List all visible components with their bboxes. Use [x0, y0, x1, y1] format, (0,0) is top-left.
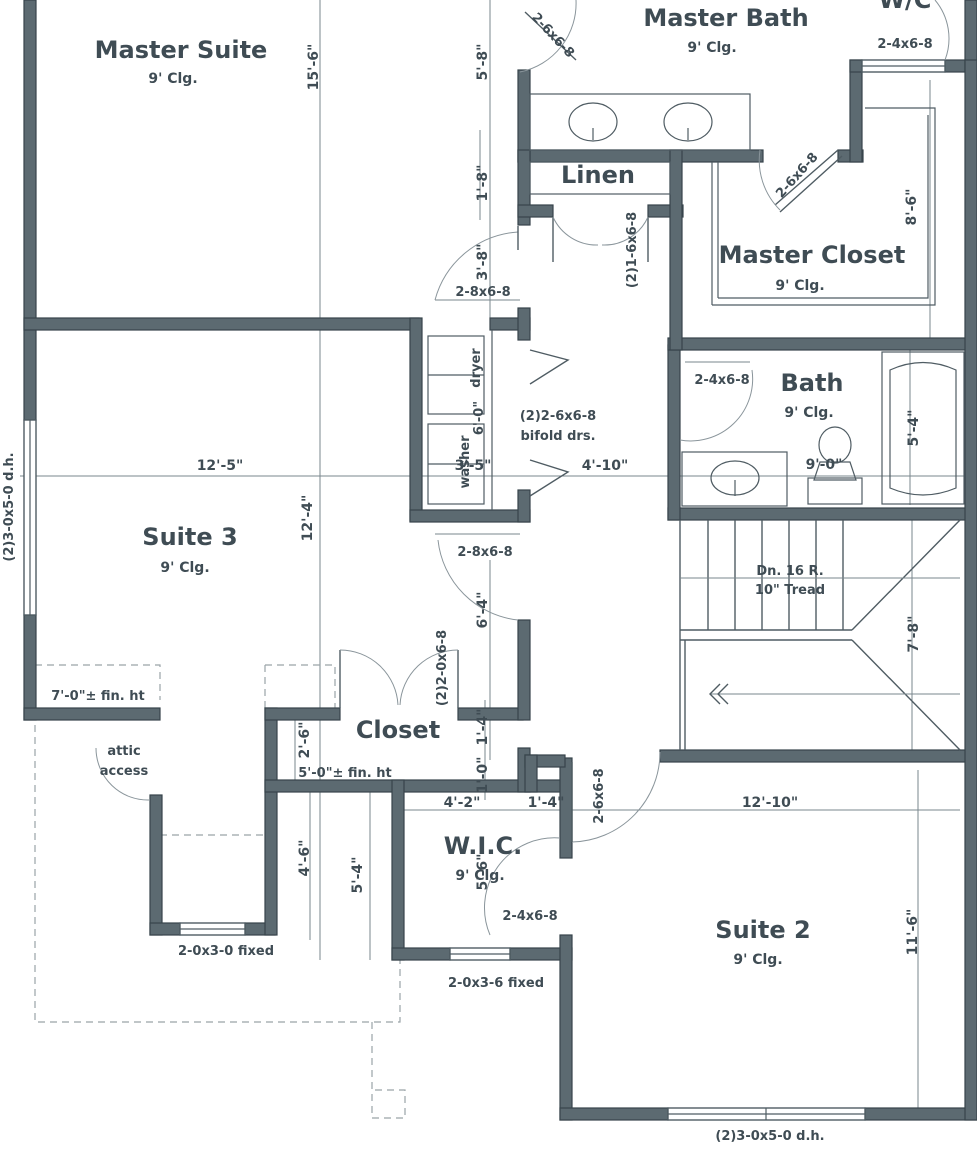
- label-fin-ht-2: 5'-0"± fin. ht: [298, 766, 391, 781]
- dim-wic-offset: 1'-4": [528, 795, 565, 811]
- room-name-linen: Linen: [561, 161, 635, 189]
- dim-closet-v3: 1'-0": [475, 757, 491, 794]
- dim-laundry-width: 3'-5": [455, 458, 492, 474]
- label-window-suite3-side: (2)3-0x5-0 d.h.: [2, 452, 17, 561]
- label-washer: washer: [458, 435, 473, 489]
- room-name-master-bath: Master Bath: [643, 4, 808, 32]
- dim-hall2-v: 6'-4": [475, 592, 491, 629]
- walls: [23, 0, 977, 1121]
- label-door-suite2: 2-6x6-8: [592, 768, 607, 823]
- label-attic-1: attic: [107, 744, 140, 759]
- dim-bath-tub-v: 5'-4": [906, 410, 922, 447]
- dim-closet-v1: 2'-6": [297, 722, 313, 759]
- room-name-bath: Bath: [780, 369, 843, 397]
- dim-nook-v1: 4'-6": [297, 840, 313, 877]
- room-ceiling-bath: 9' Clg.: [784, 405, 833, 421]
- room-name-master-suite: Master Suite: [95, 36, 268, 64]
- doors: [95, 0, 950, 936]
- dim-bath-width: 9'-0": [806, 457, 843, 473]
- label-door-2-8x6-8-suite3: 2-8x6-8: [457, 545, 512, 560]
- dim-suite3-width: 12'-5": [197, 458, 244, 474]
- dim-hall-v: 3'-8": [475, 244, 491, 281]
- dim-closet-v2: 1'-4": [475, 709, 491, 746]
- room-ceiling-suite2: 9' Clg.: [733, 952, 782, 968]
- label-fin-ht-1: 7'-0"± fin. ht: [51, 689, 144, 704]
- room-ceiling-master-closet: 9' Clg.: [775, 278, 824, 294]
- attic-outline: [34, 664, 406, 1119]
- stairs: [679, 519, 961, 751]
- dim-master-closet-v: 8'-6": [904, 189, 920, 226]
- dim-suite3-depth: 12'-4": [300, 495, 316, 542]
- dim-linen-v: 1'-8": [475, 165, 491, 202]
- dim-stair-v: 7'-8": [906, 616, 922, 653]
- dim-hall-width: 4'-10": [582, 458, 629, 474]
- label-washer-dim: 6'-0": [472, 401, 487, 435]
- room-name-wc: W/C: [879, 0, 932, 14]
- room-ceiling-master-suite: 9' Clg.: [148, 71, 197, 87]
- label-door-2-8x6-8-top: 2-8x6-8: [455, 285, 510, 300]
- dimension-labels: 15'-6" 5'-8" 1'-8" 3'-8" 8'-6" 5'-4" 9'-…: [197, 44, 922, 956]
- dim-master-bath-v: 5'-8": [475, 44, 491, 81]
- label-window-suite2: (2)3-0x5-0 d.h.: [715, 1129, 824, 1144]
- label-door-2-4x6-8-bath: 2-4x6-8: [694, 373, 749, 388]
- label-door-linen: (2)1-6x6-8: [625, 212, 640, 288]
- room-name-closet: Closet: [356, 716, 440, 744]
- label-dryer: dryer: [469, 348, 484, 388]
- label-window-suite3-bottom: 2-0x3-0 fixed: [178, 944, 274, 959]
- fixtures: [427, 93, 965, 510]
- room-ceiling-master-bath: 9' Clg.: [687, 40, 736, 56]
- label-door-closet: (2)2-0x6-8: [435, 630, 450, 706]
- dim-wic-v: 5'-6": [475, 854, 491, 891]
- windows: [23, 59, 946, 1121]
- label-attic-2: access: [100, 764, 149, 779]
- label-bifold-1: (2)2-6x6-8: [520, 409, 596, 424]
- dim-suite2-width: 12'-10": [742, 795, 798, 811]
- room-ceiling-suite3: 9' Clg.: [160, 560, 209, 576]
- dim-wic-width: 4'-2": [444, 795, 481, 811]
- room-name-wic: W.I.C.: [444, 832, 522, 860]
- dim-master-suite-depth: 15'-6": [306, 44, 322, 91]
- label-stair-1: Dn. 16 R.: [756, 564, 823, 579]
- label-door-2-4x6-8-mbath: 2-4x6-8: [877, 37, 932, 52]
- dim-suite2-depth: 11'-6": [905, 909, 921, 956]
- room-name-suite3: Suite 3: [142, 523, 237, 551]
- label-stair-2: 10" Tread: [755, 583, 825, 598]
- annotation-labels: 2-6x6-8 2-4x6-8 2-6x6-8 (2)1-6x6-8 2-8x6…: [2, 10, 933, 1144]
- label-window-wic: 2-0x3-6 fixed: [448, 976, 544, 991]
- dim-nook-v2: 5'-4": [350, 857, 366, 894]
- room-name-master-closet: Master Closet: [719, 241, 906, 269]
- label-door-wic: 2-4x6-8: [502, 909, 557, 924]
- room-ceiling-wic: 9' Clg.: [455, 868, 504, 884]
- room-labels: Master Suite 9' Clg. Master Bath 9' Clg.…: [95, 0, 932, 968]
- label-door-2-6x6-8-top: 2-6x6-8: [528, 10, 577, 61]
- label-door-2-6x6-8-mcloset: 2-6x6-8: [773, 150, 821, 201]
- label-bifold-2: bifold drs.: [520, 429, 595, 444]
- room-name-suite2: Suite 2: [715, 916, 810, 944]
